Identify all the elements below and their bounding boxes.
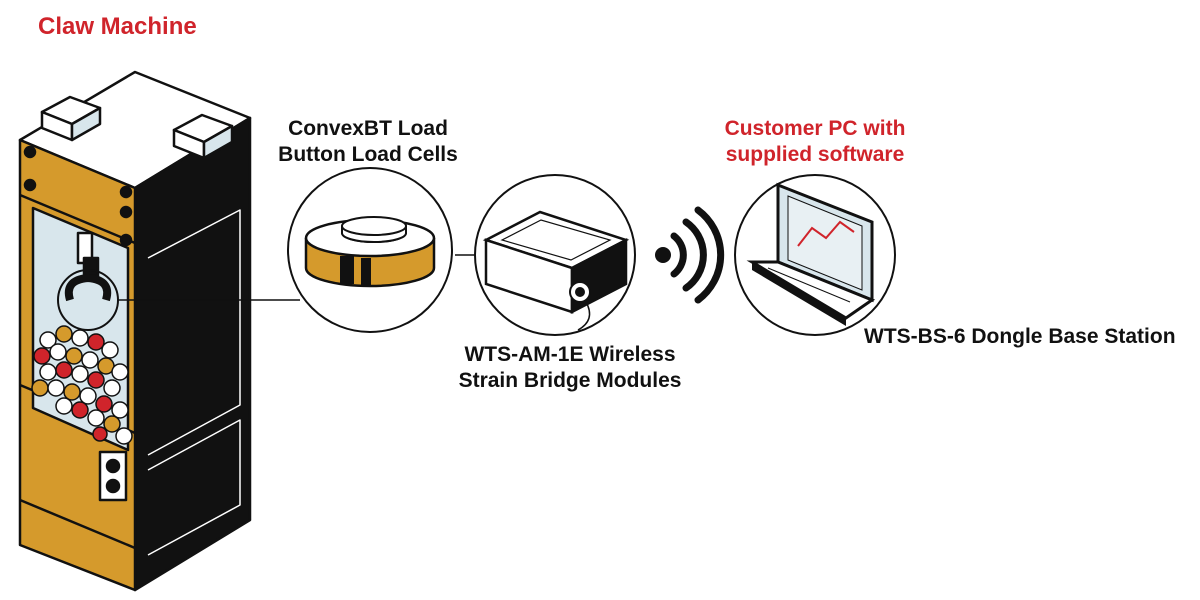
page-title: Claw Machine: [38, 13, 197, 40]
laptop-icon: [734, 174, 896, 336]
pc-label-line1: Customer PC with: [724, 117, 906, 140]
modules-label: WTS-AM-1E Wireless Strain Bridge Modules: [440, 342, 700, 394]
load-cells-label-line1: ConvexBT Load: [288, 117, 448, 140]
base-station-label: WTS-BS-6 Dongle Base Station: [864, 325, 1176, 348]
claw-machine-icon: [18, 70, 252, 592]
load-cells-label: ConvexBT Load Button Load Cells: [268, 116, 468, 168]
load-cells-label-line2: Button Load Cells: [278, 143, 458, 166]
pc-label: Customer PC with supplied software: [695, 116, 935, 168]
pc-label-line2: supplied software: [725, 143, 905, 166]
wireless-signal-icon: [655, 206, 725, 304]
modules-label-line2: Strain Bridge Modules: [458, 369, 682, 392]
modules-label-line1: WTS-AM-1E Wireless: [464, 343, 676, 366]
strain-module-icon: [474, 174, 636, 336]
load-cell-icon: [287, 167, 453, 333]
